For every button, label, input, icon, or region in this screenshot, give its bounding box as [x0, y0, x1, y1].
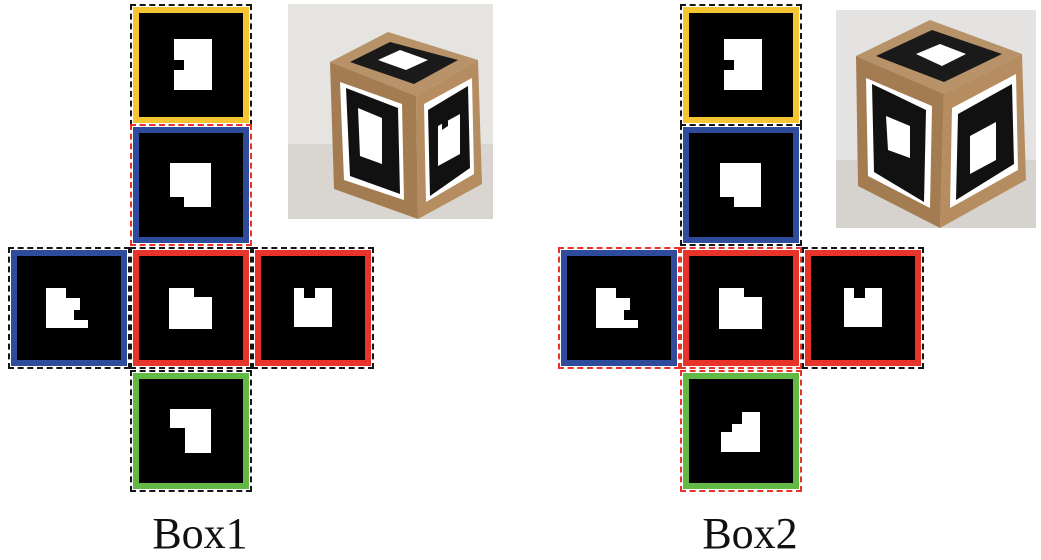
box2-face-center — [680, 247, 802, 369]
box1-face-left — [8, 247, 130, 369]
box1-marker-left — [46, 288, 88, 328]
box2-marker-left — [596, 288, 638, 328]
box2-face-left — [558, 247, 680, 369]
box1-photo — [288, 4, 493, 219]
box2-marker-top — [724, 39, 762, 90]
box2-label: Box2 — [702, 509, 798, 558]
box1-marker-center — [169, 288, 212, 329]
box2-face-right — [802, 247, 924, 369]
box2-marker-center — [719, 288, 762, 329]
box2-marker-right — [844, 288, 882, 327]
box1-marker-top — [174, 39, 212, 90]
box1-face-right — [252, 247, 374, 369]
box2-marker-bottom — [721, 412, 760, 452]
box1-marker-bottom — [170, 409, 211, 453]
box2-face-top — [680, 4, 802, 126]
box1-label: Box1 — [152, 509, 248, 558]
box1-marker-right — [294, 288, 332, 327]
box2-face-bottom — [680, 370, 802, 492]
box1-panel: Box1 — [0, 0, 520, 560]
box2-marker-upper — [720, 163, 761, 207]
box1-face-center — [130, 247, 252, 369]
box1-marker-upper — [170, 163, 211, 207]
box1-face-bottom — [130, 370, 252, 492]
box2-face-upper — [680, 124, 802, 246]
box1-face-upper — [130, 124, 252, 246]
box2-photo — [836, 10, 1036, 228]
box1-face-top — [130, 4, 252, 126]
box2-panel: Box2 — [520, 0, 1040, 560]
